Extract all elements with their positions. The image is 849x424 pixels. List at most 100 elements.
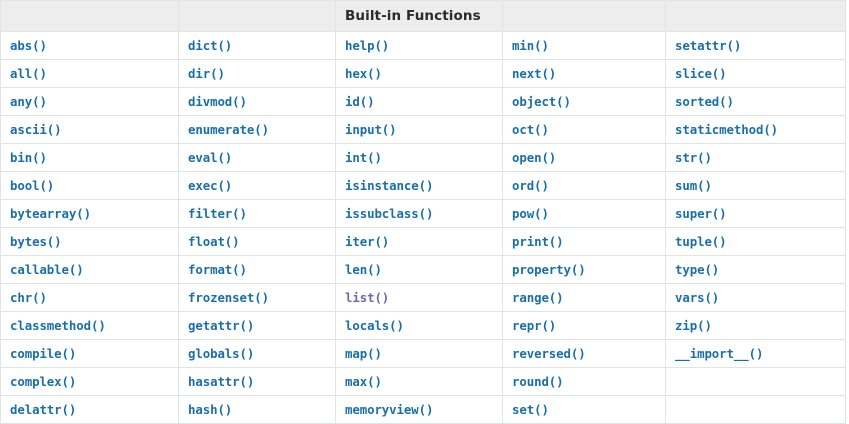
table-cell: list()	[335, 283, 503, 312]
table-cell: exec()	[178, 171, 336, 200]
table-cell: filter()	[178, 199, 336, 228]
function-link[interactable]: input()	[345, 121, 397, 137]
table-row: compile() globals() map() reversed() __impor…	[0, 339, 846, 368]
function-link[interactable]: next()	[512, 65, 557, 81]
function-link[interactable]: getattr()	[188, 317, 255, 333]
table-cell: int()	[335, 143, 503, 172]
function-link[interactable]: callable()	[10, 261, 84, 277]
table-cell: ord()	[502, 171, 666, 200]
table-cell: all()	[0, 59, 179, 88]
function-link[interactable]: min()	[512, 37, 549, 53]
function-link[interactable]: classmethod()	[10, 317, 106, 333]
function-link[interactable]: frozenset()	[188, 289, 269, 305]
function-link[interactable]: vars()	[675, 289, 720, 305]
function-link[interactable]: filter()	[188, 205, 247, 221]
function-link[interactable]: hasattr()	[188, 373, 255, 389]
table-cell: globals()	[178, 339, 336, 368]
table-cell: range()	[502, 283, 666, 312]
function-link[interactable]: zip()	[675, 317, 712, 333]
function-link[interactable]: ascii()	[10, 121, 62, 137]
function-link[interactable]: help()	[345, 37, 390, 53]
function-link[interactable]: round()	[512, 373, 564, 389]
function-link[interactable]: issubclass()	[345, 205, 434, 221]
function-link[interactable]: hash()	[188, 401, 233, 417]
function-link[interactable]: pow()	[512, 205, 549, 221]
table-cell: frozenset()	[178, 283, 336, 312]
table-cell: bool()	[0, 171, 179, 200]
table-cell: issubclass()	[335, 199, 503, 228]
table-row: bytes() float() iter() print() tuple()	[0, 227, 846, 256]
function-link[interactable]: complex()	[10, 373, 77, 389]
function-link[interactable]: dir()	[188, 65, 225, 81]
function-link[interactable]: len()	[345, 261, 382, 277]
table-cell-empty	[665, 367, 846, 396]
function-link[interactable]: open()	[512, 149, 557, 165]
function-link[interactable]: list()	[345, 289, 390, 305]
function-link[interactable]: oct()	[512, 121, 549, 137]
function-link[interactable]: range()	[512, 289, 564, 305]
function-link[interactable]: int()	[345, 149, 382, 165]
function-link[interactable]: tuple()	[675, 233, 727, 249]
function-link[interactable]: compile()	[10, 345, 77, 361]
function-link[interactable]: iter()	[345, 233, 390, 249]
function-link[interactable]: delattr()	[10, 401, 77, 417]
table-cell: setattr()	[665, 31, 846, 60]
function-link[interactable]: property()	[512, 261, 586, 277]
function-link[interactable]: chr()	[10, 289, 47, 305]
table-cell: hex()	[335, 59, 503, 88]
function-link[interactable]: sorted()	[675, 93, 734, 109]
function-link[interactable]: type()	[675, 261, 720, 277]
function-link[interactable]: map()	[345, 345, 382, 361]
table-row: bool() exec() isinstance() ord() sum()	[0, 171, 846, 200]
function-link[interactable]: memoryview()	[345, 401, 434, 417]
table-cell: float()	[178, 227, 336, 256]
table-cell: repr()	[502, 311, 666, 340]
function-link[interactable]: bytearray()	[10, 205, 91, 221]
function-link[interactable]: format()	[188, 261, 247, 277]
table-cell: tuple()	[665, 227, 846, 256]
function-link[interactable]: ord()	[512, 177, 549, 193]
function-link[interactable]: __import__()	[675, 345, 764, 361]
table-cell: dir()	[178, 59, 336, 88]
function-link[interactable]: repr()	[512, 317, 557, 333]
function-link[interactable]: bytes()	[10, 233, 62, 249]
function-link[interactable]: exec()	[188, 177, 233, 193]
function-link[interactable]: dict()	[188, 37, 233, 53]
function-link[interactable]: divmod()	[188, 93, 247, 109]
function-link[interactable]: set()	[512, 401, 549, 417]
function-link[interactable]: max()	[345, 373, 382, 389]
function-link[interactable]: id()	[345, 93, 375, 109]
table-header-cell-1	[178, 0, 336, 32]
function-link[interactable]: reversed()	[512, 345, 586, 361]
function-link[interactable]: locals()	[345, 317, 404, 333]
function-link[interactable]: eval()	[188, 149, 233, 165]
function-link[interactable]: all()	[10, 65, 47, 81]
table-row: delattr() hash() memoryview() set()	[0, 395, 846, 424]
function-link[interactable]: object()	[512, 93, 571, 109]
table-cell: memoryview()	[335, 395, 503, 424]
function-link[interactable]: super()	[675, 205, 727, 221]
function-link[interactable]: bool()	[10, 177, 55, 193]
table-cell: format()	[178, 255, 336, 284]
function-link[interactable]: bin()	[10, 149, 47, 165]
table-cell: map()	[335, 339, 503, 368]
function-link[interactable]: abs()	[10, 37, 47, 53]
table-cell: getattr()	[178, 311, 336, 340]
function-link[interactable]: globals()	[188, 345, 255, 361]
table-cell: bytes()	[0, 227, 179, 256]
function-link[interactable]: print()	[512, 233, 564, 249]
table-cell: type()	[665, 255, 846, 284]
function-link[interactable]: isinstance()	[345, 177, 434, 193]
function-link[interactable]: staticmethod()	[675, 121, 779, 137]
function-link[interactable]: enumerate()	[188, 121, 269, 137]
function-link[interactable]: str()	[675, 149, 712, 165]
function-link[interactable]: setattr()	[675, 37, 742, 53]
function-link[interactable]: sum()	[675, 177, 712, 193]
function-link[interactable]: float()	[188, 233, 240, 249]
table-row: bytearray() filter() issubclass() pow() supe…	[0, 199, 846, 228]
function-link[interactable]: hex()	[345, 65, 382, 81]
function-link[interactable]: any()	[10, 93, 47, 109]
table-row: chr() frozenset() list() range() vars()	[0, 283, 846, 312]
function-link[interactable]: slice()	[675, 65, 727, 81]
